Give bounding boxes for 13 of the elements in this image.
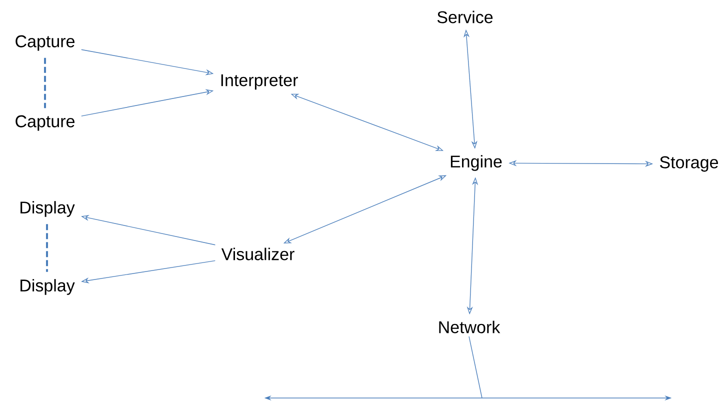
- component-label: Interpreter: [221, 74, 298, 90]
- component-label: Capture: [16, 115, 74, 131]
- component-label: Storage: [660, 156, 718, 172]
- component-label: Network: [439, 320, 500, 334]
- component-label: Visualizer: [221, 248, 294, 260]
- component-label: Display: [20, 201, 75, 217]
- component-label: Engine: [450, 155, 502, 171]
- dashed-line: [46, 224, 48, 272]
- connector-line: [468, 336, 482, 398]
- component-label: Service: [437, 10, 493, 24]
- component-label: Display: [20, 279, 75, 295]
- dashed-line: [44, 58, 46, 108]
- component-label: Capture: [16, 35, 74, 51]
